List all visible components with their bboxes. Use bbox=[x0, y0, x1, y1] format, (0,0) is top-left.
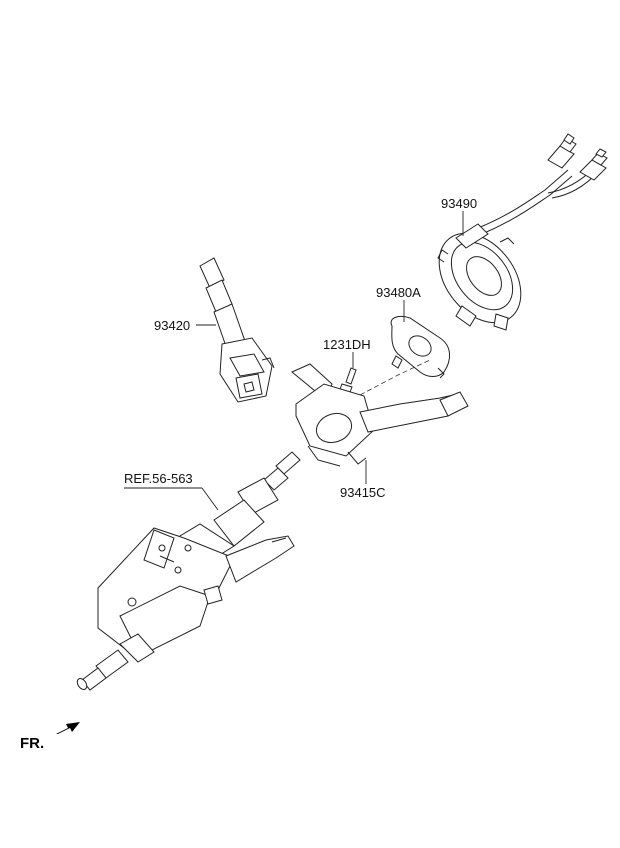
clock-spring-93490 bbox=[437, 133, 608, 331]
steering-column-assembly bbox=[76, 451, 301, 691]
wiper-switch-93420 bbox=[199, 257, 275, 403]
part-label-93490: 93490 bbox=[441, 196, 477, 211]
screw-1231DH bbox=[339, 367, 357, 393]
ref-label: REF.56-563 bbox=[124, 471, 193, 486]
multifunction-switch-93415C bbox=[291, 363, 469, 467]
front-direction-arrow-icon bbox=[56, 722, 80, 734]
front-direction-label: FR. bbox=[20, 735, 44, 752]
ref-leader bbox=[201, 487, 219, 511]
part-label-93415C: 93415C bbox=[340, 485, 386, 500]
part-label-1231DH: 1231DH bbox=[323, 337, 371, 352]
part-label-93480A: 93480A bbox=[376, 285, 421, 300]
part-label-93420: 93420 bbox=[154, 318, 190, 333]
ring-93480A bbox=[390, 315, 450, 379]
